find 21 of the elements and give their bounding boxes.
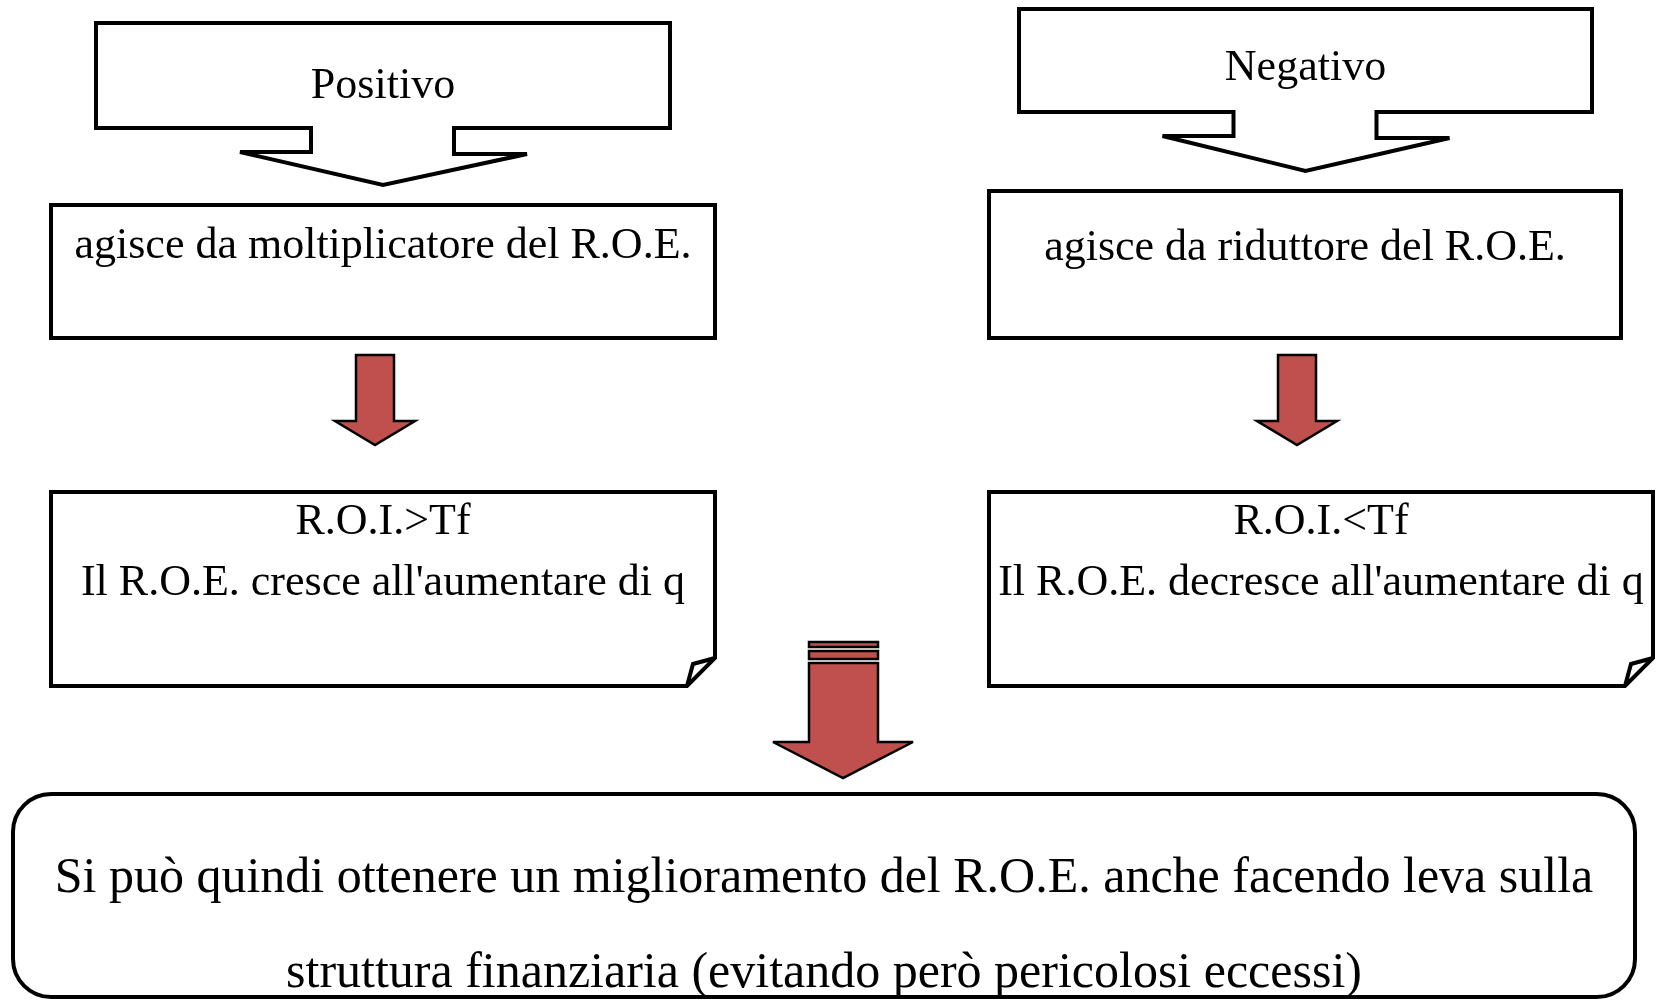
block-arrow: [330, 353, 420, 447]
conclusion-box: [11, 792, 1637, 999]
node-heading: R.O.I.<Tf: [1232, 494, 1410, 546]
node-text: agisce da riduttore del R.O.E.: [1044, 220, 1566, 272]
node-text: agisce da moltiplicatore del R.O.E.: [74, 218, 692, 270]
node-text: Si può quindi ottenere un miglioramento del R.O.E. anche facendo leva sulla struttura finanziaria (evitando però pericolosi eccessi): [53, 846, 1595, 1000]
node-text: Il R.O.E. decresce all'aumentare di q: [997, 554, 1645, 607]
callout-pointer: [1160, 108, 1452, 174]
note-box: [49, 490, 717, 688]
process-box: [49, 203, 717, 340]
block-arrow: [771, 640, 915, 780]
process-box: [987, 189, 1623, 340]
node-heading: R.O.I.>Tf: [294, 494, 472, 546]
node-text: Negativo: [1224, 40, 1387, 92]
note-box: [987, 490, 1655, 688]
callout-box: [94, 21, 672, 130]
node-text: Positivo: [310, 58, 456, 110]
node-text: Il R.O.E. cresce all'aumentare di q: [79, 554, 687, 607]
block-arrow: [1252, 353, 1342, 447]
callout-pointer: [238, 124, 529, 188]
callout-box: [1017, 7, 1594, 114]
